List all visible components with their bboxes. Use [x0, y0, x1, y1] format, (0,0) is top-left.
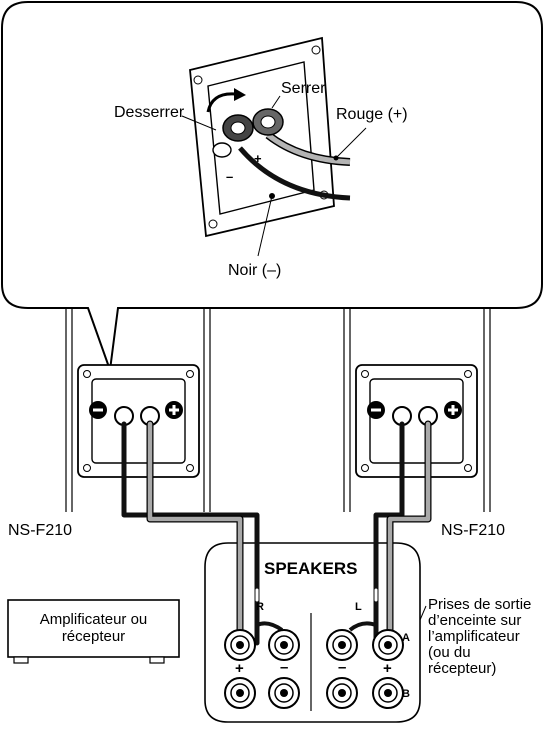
panel-plus-right: +: [383, 660, 392, 677]
row-a-label: A: [402, 632, 410, 644]
output-jacks: [224, 629, 404, 709]
outputs-note: Prises de sortie d’enceinte sur l’amplif…: [428, 596, 532, 677]
channel-r-label: R: [256, 601, 264, 613]
panel-title: SPEAKERS: [264, 559, 358, 578]
callout-plus-mark: +: [254, 151, 262, 166]
terminal-plate-closeup: [181, 36, 367, 257]
channel-l-label: L: [355, 601, 362, 613]
left-speaker-cabinet: [65, 300, 211, 512]
left-speaker-terminal: [77, 364, 200, 478]
speaker-wires: [121, 420, 432, 647]
panel-minus-left: –: [280, 659, 289, 676]
right-speaker-terminal: [355, 364, 478, 478]
callout-minus-mark: –: [226, 169, 234, 184]
red-wire-label: Rouge (+): [336, 106, 408, 123]
right-speaker-cabinet: [343, 300, 491, 512]
panel-plus-left: +: [235, 660, 244, 677]
tighten-label: Serrer: [281, 80, 326, 97]
left-speaker-model: NS-F210: [8, 522, 73, 539]
amplifier-label: Amplificateur ou récepteur: [39, 611, 148, 645]
black-wire-label: Noir (–): [228, 262, 282, 279]
wire-connections: [256, 621, 377, 632]
row-b-label: B: [402, 688, 410, 700]
panel-minus-right: –: [338, 659, 347, 676]
right-speaker-model: NS-F210: [441, 522, 506, 539]
loosen-label: Desserrer: [114, 104, 185, 121]
outputs-note-leader: [419, 605, 427, 621]
amplifier-box: [7, 599, 180, 664]
